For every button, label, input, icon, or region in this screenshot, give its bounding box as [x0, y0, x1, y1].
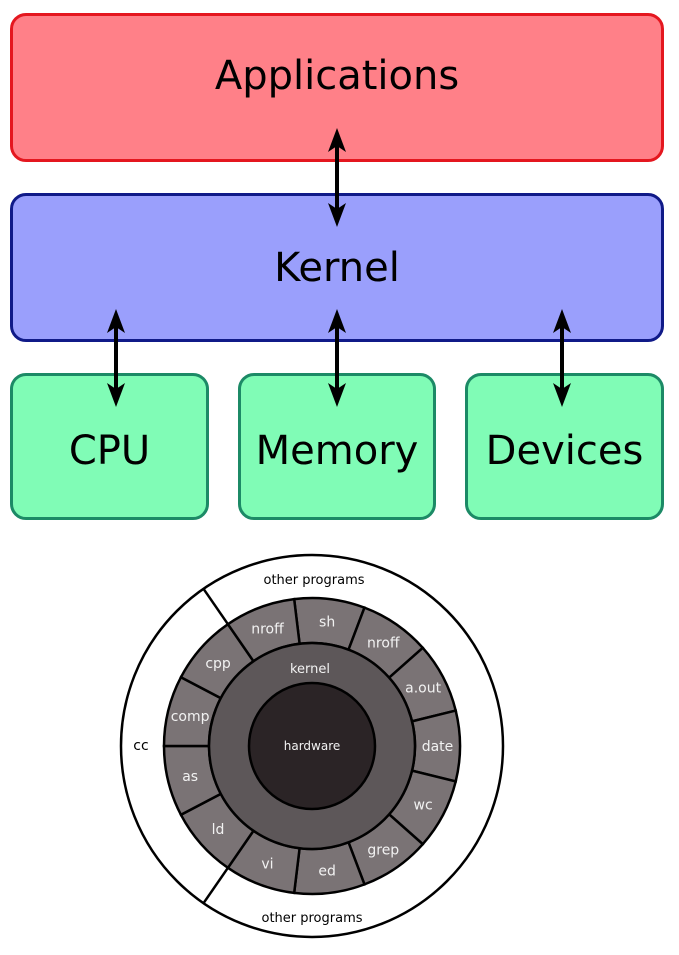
hardware-label: hardware	[284, 739, 341, 753]
kernel-label: Kernel	[274, 244, 400, 291]
program-label: comp	[171, 709, 210, 725]
program-label: grep	[367, 842, 399, 858]
arrow-kernel-memory	[328, 309, 346, 407]
program-label: vi	[261, 856, 273, 872]
program-label: sh	[319, 614, 335, 630]
arrow-kernel-devices	[553, 309, 571, 407]
program-label: wc	[414, 797, 433, 813]
cpu-box: CPU	[10, 373, 209, 520]
cc-label: cc	[133, 738, 148, 754]
connection-arrows	[107, 128, 571, 407]
cpu-label: CPU	[68, 427, 151, 474]
program-labels: sh nroff a.out date wc grep ed vi ld as comp cpp nro…	[171, 614, 454, 879]
program-label: a.out	[405, 681, 441, 697]
program-label: as	[182, 769, 198, 785]
other-programs-bottom-label: other programs	[261, 911, 362, 926]
kernel-ring-label: kernel	[290, 662, 330, 677]
cc-divider-bottom	[202, 867, 229, 904]
applications-label: Applications	[214, 52, 460, 99]
program-label: nroff	[367, 636, 400, 652]
hardware-core	[247, 681, 377, 811]
arrow-applications-kernel	[328, 128, 346, 227]
cc-divider-top	[202, 588, 229, 625]
program-label: nroff	[251, 622, 284, 638]
devices-label: Devices	[485, 427, 644, 474]
program-label: cpp	[205, 656, 231, 672]
other-programs-top-label: other programs	[263, 573, 364, 588]
arrow-kernel-cpu	[107, 309, 125, 407]
cc-dividers	[202, 588, 229, 904]
program-label: date	[422, 739, 454, 755]
program-label: ed	[318, 864, 336, 880]
program-ring	[162, 596, 462, 896]
memory-label: Memory	[255, 427, 419, 474]
program-label: ld	[212, 822, 225, 838]
